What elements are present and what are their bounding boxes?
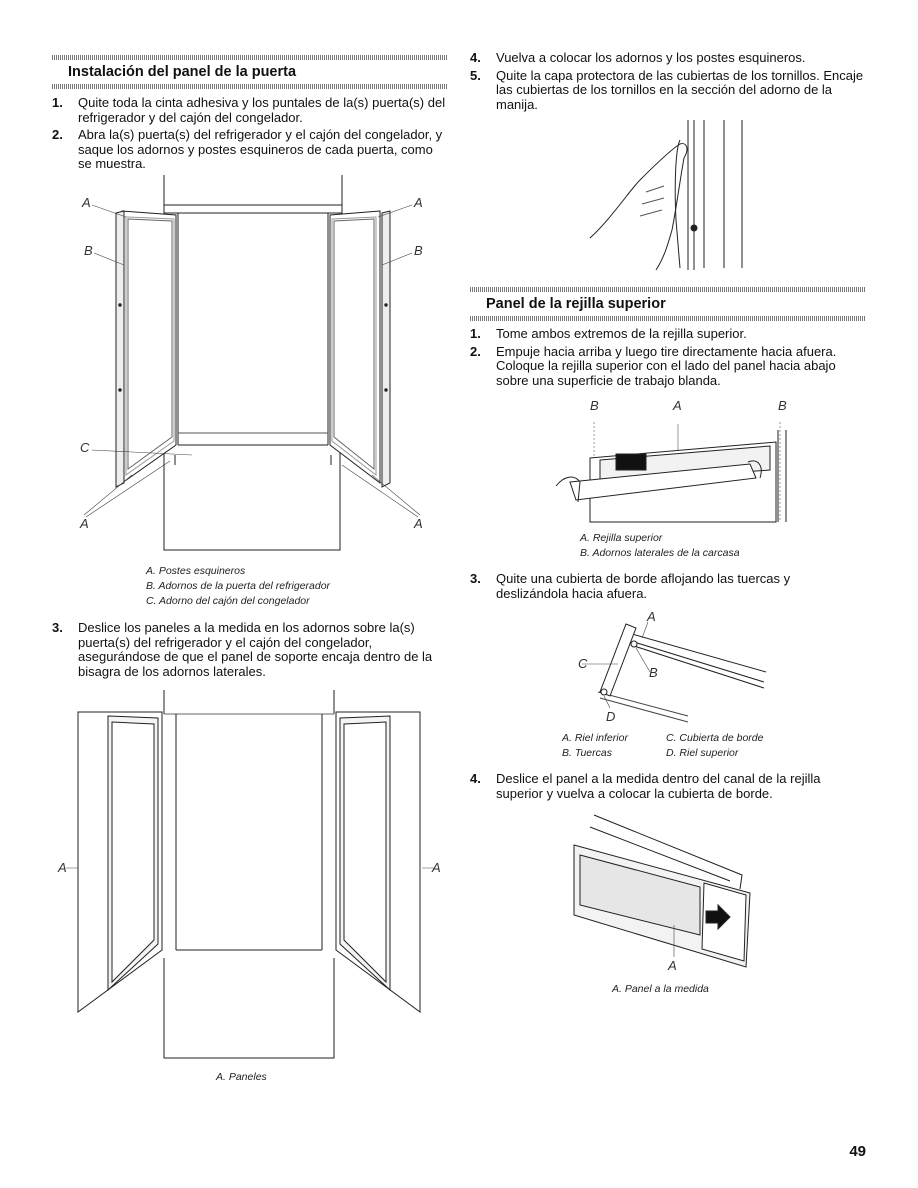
page-number: 49 bbox=[849, 1143, 866, 1160]
figure-label-a: A bbox=[80, 516, 89, 531]
figure-label-a: A bbox=[414, 195, 423, 210]
figure-label-a: A bbox=[414, 516, 423, 531]
section-header-top-grille: Panel de la rejilla superior bbox=[470, 287, 866, 321]
steps-list: 3.Deslice los paneles a la medida en los… bbox=[52, 620, 447, 682]
section-header-door-panel: Instalación del panel de la puerta bbox=[52, 55, 447, 89]
figure-label-d: D bbox=[606, 709, 616, 724]
step-item: 1.Quite toda la cinta adhesiva y los pun… bbox=[52, 95, 446, 125]
figure-top-grille bbox=[555, 422, 787, 523]
figure-caption: A. Riel inferior B. Tuercas bbox=[562, 732, 628, 759]
figure-caption: A. Rejilla superior B. Adornos laterales… bbox=[580, 532, 740, 559]
step-item: 3.Quite una cubierta de borde aflojando … bbox=[470, 571, 791, 601]
steps-list: 1.Quite toda la cinta adhesiva y los pun… bbox=[52, 95, 447, 175]
steps-list: 4.Vuelva a colocar los adornos y los pos… bbox=[470, 50, 866, 115]
figure-refrigerator-open-doors bbox=[83, 175, 421, 551]
figure-label-b: B bbox=[649, 665, 658, 680]
figure-screw-covers bbox=[589, 120, 743, 271]
section-title: Panel de la rejilla superior bbox=[486, 296, 666, 312]
figure-caption: A. Panel a la medida bbox=[612, 983, 709, 995]
step-item: 3.Deslice los paneles a la medida en los… bbox=[52, 620, 433, 679]
step-item: 4.Deslice el panel a la medida dentro de… bbox=[470, 771, 821, 801]
steps-list: 3.Quite una cubierta de borde aflojando … bbox=[470, 571, 866, 604]
figure-label-a: A bbox=[668, 958, 677, 973]
figure-label-a: A bbox=[82, 195, 91, 210]
figure-edge-cover bbox=[582, 621, 767, 723]
figure-label-c: C bbox=[80, 440, 90, 455]
figure-label-c: C bbox=[578, 656, 588, 671]
step-item: 1.Tome ambos extremos de la rejilla supe… bbox=[470, 326, 747, 341]
figure-label-b: B bbox=[778, 398, 787, 413]
figure-custom-panel-insert bbox=[573, 814, 751, 968]
figure-label-a: A bbox=[647, 609, 656, 624]
step-item: 2.Abra la(s) puerta(s) del refrigerador … bbox=[52, 127, 443, 172]
steps-list: 1.Tome ambos extremos de la rejilla supe… bbox=[470, 326, 866, 391]
figure-label-b: B bbox=[590, 398, 599, 413]
figure-label-a: A bbox=[673, 398, 682, 413]
figure-label-a: A bbox=[432, 860, 441, 875]
figure-label-b: B bbox=[84, 243, 93, 258]
figure-label-a: A bbox=[58, 860, 67, 875]
section-title: Instalación del panel de la puerta bbox=[68, 64, 297, 80]
step-item: 2.Empuje hacia arriba y luego tire direc… bbox=[470, 343, 837, 388]
figure-panels-installed bbox=[66, 690, 434, 1059]
figure-caption: C. Cubierta de borde D. Riel superior bbox=[666, 732, 764, 759]
figure-label-b: B bbox=[414, 243, 423, 258]
steps-list: 4.Deslice el panel a la medida dentro de… bbox=[470, 771, 866, 804]
step-item: 4.Vuelva a colocar los adornos y los pos… bbox=[470, 50, 806, 65]
figure-caption: A. Postes esquineros B. Adornos de la pu… bbox=[146, 565, 331, 607]
step-item: 5.Quite la capa protectora de las cubier… bbox=[470, 67, 864, 112]
figure-caption: A. Paneles bbox=[216, 1071, 267, 1083]
